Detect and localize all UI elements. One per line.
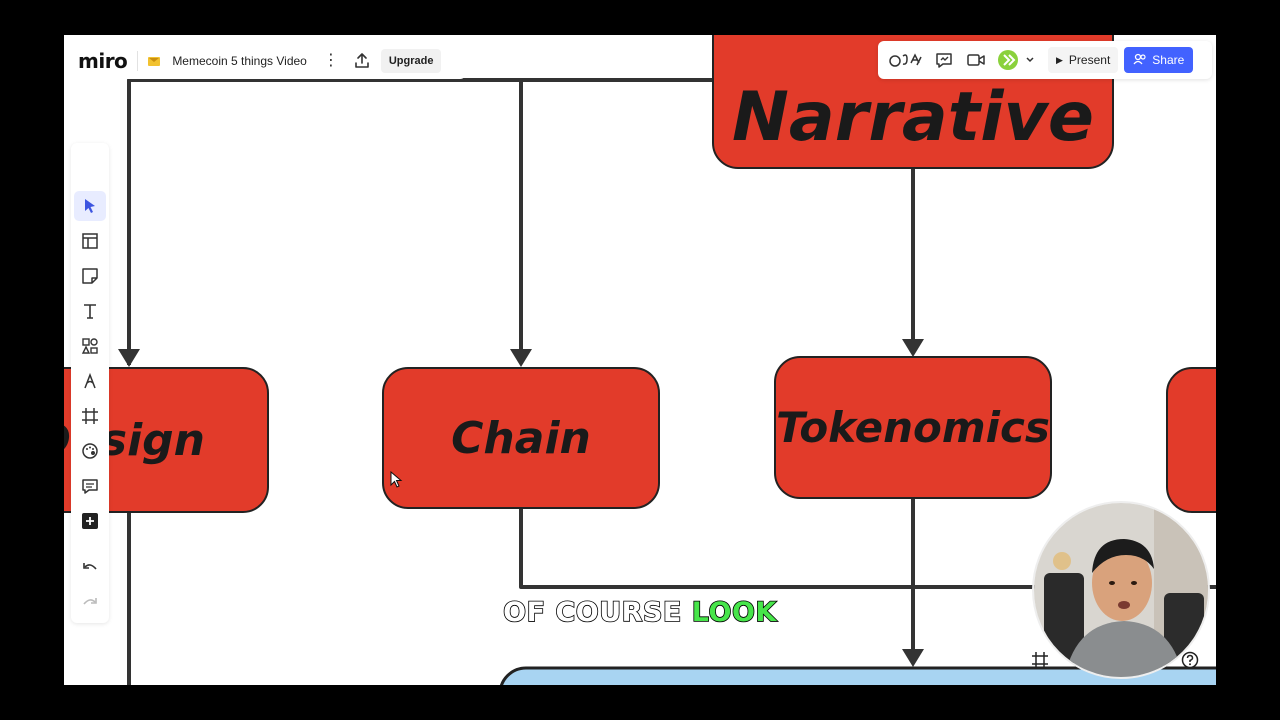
board-title[interactable]: Memecoin 5 things Video	[172, 54, 307, 68]
share-button[interactable]: Share	[1124, 47, 1193, 73]
shapes-icon[interactable]	[74, 331, 106, 361]
sticky-note-icon[interactable]	[74, 261, 106, 291]
caption-highlight: LOOK	[692, 597, 777, 628]
pen-icon[interactable]	[74, 366, 106, 396]
frame-icon[interactable]	[74, 401, 106, 431]
share-label: Share	[1152, 53, 1184, 67]
node-label-chain: Chain	[451, 413, 591, 464]
creation-toolbar	[71, 143, 109, 623]
help-icon[interactable]	[1181, 651, 1199, 669]
miro-logo[interactable]: miro	[78, 49, 127, 73]
emoji-sticker-icon[interactable]	[74, 436, 106, 466]
undo-icon[interactable]	[74, 553, 106, 583]
miro-board-frame: Narrative Design Chain Tokenomics miro M…	[64, 35, 1216, 685]
comment-bubble-icon[interactable]	[932, 48, 956, 72]
board-envelope-icon	[148, 57, 160, 66]
select-cursor-icon[interactable]	[74, 191, 106, 221]
mouse-cursor-icon	[390, 471, 404, 489]
board-header: miro Memecoin 5 things Video ⋮ Upgrade	[70, 43, 466, 79]
export-upload-icon[interactable]	[353, 52, 371, 70]
present-button[interactable]: ▶ Present	[1048, 47, 1118, 73]
user-avatar-icon[interactable]	[996, 48, 1038, 72]
share-users-icon	[1133, 53, 1147, 68]
upgrade-button[interactable]: Upgrade	[381, 49, 442, 73]
connector-top	[129, 80, 714, 365]
text-icon[interactable]	[74, 296, 106, 326]
collaboration-toolbar: ▶ Present Share	[878, 41, 1212, 79]
node-label-tokenomics: Tokenomics	[776, 403, 1050, 452]
node-label-narrative: Narrative	[732, 78, 1094, 157]
diagram-node-partial-right[interactable]	[1166, 367, 1216, 513]
header-divider	[137, 51, 138, 71]
arrowhead-bottom	[902, 649, 924, 667]
templates-icon[interactable]	[74, 226, 106, 256]
board-menu-kebab-icon[interactable]: ⋮	[323, 55, 335, 67]
caption-text: OF COURSE	[503, 597, 682, 628]
diagram-node-chain[interactable]: Chain	[382, 367, 660, 509]
arrowhead-chain	[510, 349, 532, 367]
add-more-icon[interactable]	[74, 506, 106, 536]
video-call-icon[interactable]	[964, 48, 988, 72]
arrowhead-design	[118, 349, 140, 367]
present-label: Present	[1069, 53, 1110, 67]
comment-icon[interactable]	[74, 471, 106, 501]
play-icon: ▶	[1056, 55, 1063, 66]
reactions-icon[interactable]	[888, 48, 924, 72]
diagram-node-tokenomics[interactable]: Tokenomics	[774, 356, 1052, 499]
arrowhead-tokenomics	[902, 339, 924, 357]
crop-frame-icon[interactable]	[1031, 651, 1049, 669]
